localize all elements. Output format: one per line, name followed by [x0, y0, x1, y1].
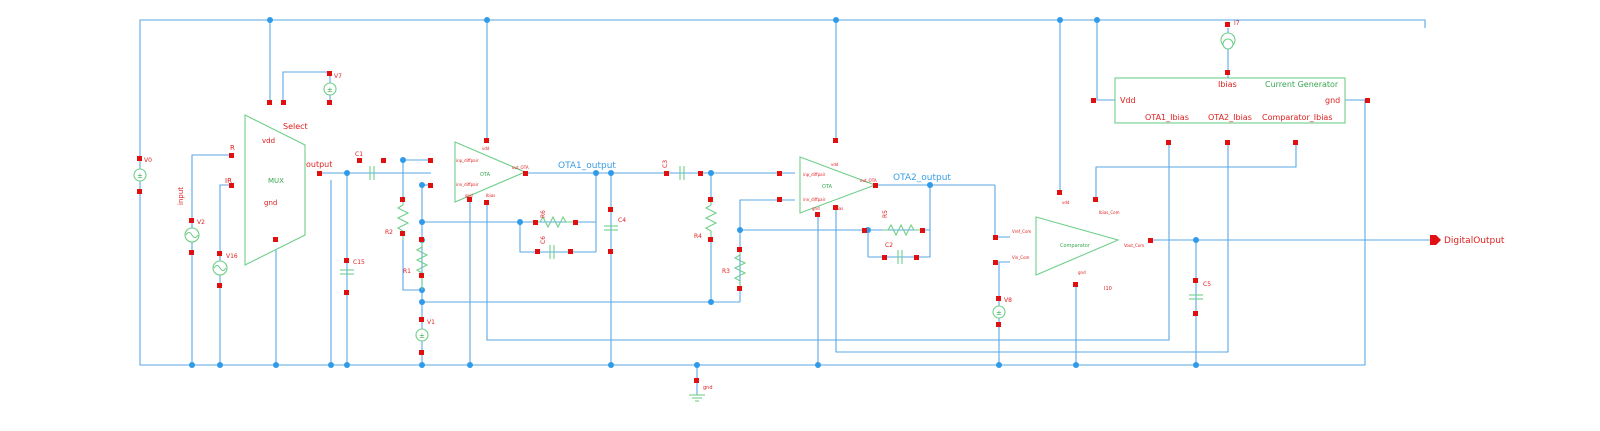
v16-label: V16 — [226, 253, 238, 260]
digital-output-label: DigitalOutput — [1444, 236, 1505, 246]
r1-label: R1 — [403, 268, 411, 275]
cg-ibias-label: Ibias — [1218, 80, 1237, 89]
capacitor-c5[interactable]: C5 — [1189, 280, 1211, 315]
capacitor-c6[interactable]: C6 — [540, 236, 555, 259]
r6-label: R6 — [540, 210, 547, 218]
voltage-source-v16[interactable]: V16 — [212, 253, 238, 285]
svg-text:±: ± — [996, 309, 1002, 317]
comparator-gnd-label: gnd — [1078, 270, 1086, 275]
svg-text:±: ± — [137, 172, 143, 180]
comparator-vin-label: Vin_Com — [1012, 255, 1030, 260]
current-generator-block[interactable]: Current Generator Vdd Ibias gnd OTA1_Ibi… — [1114, 77, 1346, 124]
ota2-output-net-label: OTA2_output — [893, 173, 951, 183]
v0-label: V0 — [144, 157, 152, 164]
voltage-source-v2[interactable]: V2 input — [177, 187, 205, 250]
capacitor-c2[interactable]: C2 — [885, 242, 903, 264]
resistor-r1[interactable]: R1 — [403, 240, 429, 290]
svg-text:±: ± — [419, 332, 425, 340]
ground-symbol: gnd — [689, 385, 713, 402]
mux-block[interactable]: MUX vdd R IR output gnd Select — [225, 114, 332, 266]
digital-output-port[interactable]: DigitalOutput — [1430, 235, 1505, 246]
svg-text:±: ± — [327, 86, 333, 94]
cg-comparator-ibias-label: Comparator_Ibias — [1262, 113, 1333, 122]
comparator-block[interactable]: Comparator Vref_Com Vin_Com Vout_Com vdd… — [1012, 200, 1144, 292]
c1-label: C1 — [355, 151, 363, 158]
capacitor-c3[interactable]: C3 — [662, 160, 685, 180]
mux-gnd-pin-label: gnd — [264, 199, 277, 207]
ota2-gnd-label: gnd — [812, 206, 820, 211]
resistor-r5[interactable]: R5 — [882, 210, 920, 237]
mux-output-pin-label: output — [306, 160, 332, 169]
c2-label: C2 — [885, 242, 893, 249]
cg-ota1-ibias-label: OTA1_Ibias — [1145, 113, 1189, 122]
r2-label: R2 — [385, 229, 393, 236]
v2-label: V2 — [197, 219, 205, 226]
ota2-out-label: out_OTA — [860, 178, 877, 183]
current-source-i7[interactable]: I7 — [1220, 20, 1240, 78]
c5-label: C5 — [1203, 281, 1211, 288]
ota1-ibias-label: Ibias — [486, 193, 495, 198]
ota1-output-net-label: OTA1_output — [558, 161, 616, 171]
voltage-source-v1[interactable]: ± V1 — [415, 319, 435, 355]
ota1-inp-label: inp_diffpair — [456, 158, 479, 163]
mux-vdd-pin-label: vdd — [262, 137, 275, 145]
capacitor-c15[interactable]: C15 — [340, 259, 365, 300]
ota2-inn-label: inn_diffpair — [803, 197, 826, 202]
mux-label: MUX — [268, 177, 284, 185]
ota2-label: OTA — [822, 184, 833, 190]
ota2-vdd-label: vdd — [831, 162, 839, 167]
ota1-vdd-label: vdd — [482, 146, 490, 151]
ota2-inp-label: inp_diffpair — [803, 172, 826, 177]
current-generator-label: Current Generator — [1265, 80, 1339, 89]
voltage-source-v8[interactable]: ± V8 — [992, 297, 1012, 325]
comparator-instance-label: I10 — [1104, 286, 1112, 292]
resistor-r6[interactable]: R6 — [535, 210, 575, 229]
capacitor-c1[interactable]: C1 — [355, 151, 375, 180]
ota1-inn-label: inn_diffpair — [456, 182, 479, 187]
ota1-block[interactable]: OTA inp_diffpair inn_diffpair out_OTA vd… — [454, 141, 529, 203]
voltage-source-v0[interactable]: ± V0 — [133, 157, 152, 190]
comparator-vout-label: Vout_Com — [1124, 243, 1144, 248]
input-label: input — [177, 187, 185, 205]
mux-ir-pin-label: IR — [225, 177, 232, 185]
r5-label: R5 — [882, 210, 889, 218]
resistor-r2[interactable]: R2 — [385, 200, 410, 240]
ota1-out-label: out_OTA — [512, 165, 529, 170]
r3-label: R3 — [722, 268, 730, 275]
v1-label: V1 — [427, 319, 435, 326]
resistor-r3[interactable]: R3 — [722, 250, 747, 290]
junction-dots — [189, 17, 1199, 368]
cg-ota2-ibias-label: OTA2_Ibias — [1208, 113, 1252, 122]
v7-label: V7 — [334, 73, 342, 80]
gnd-label: gnd — [703, 385, 713, 391]
cg-gnd-label: gnd — [1325, 96, 1340, 105]
c6-label: C6 — [540, 236, 547, 244]
ota2-block[interactable]: OTA inp_diffpair inn_diffpair out_OTA vd… — [799, 156, 877, 214]
c15-label: C15 — [353, 259, 365, 266]
ota1-gnd-label: gnd — [465, 193, 473, 198]
comparator-vref-label: Vref_Com — [1012, 229, 1031, 234]
c3-label: C3 — [662, 160, 669, 168]
pin-markers — [137, 22, 1370, 383]
voltage-source-v7[interactable]: ± V7 — [323, 73, 342, 100]
cg-vdd-label: Vdd — [1120, 96, 1136, 105]
resistor-r4[interactable]: R4 — [694, 200, 718, 240]
i7-label: I7 — [1234, 20, 1240, 27]
ota2-ibias-label: Ibias — [834, 206, 843, 211]
r4-label: R4 — [694, 233, 702, 240]
v8-label: V8 — [1004, 297, 1012, 304]
mux-r-pin-label: R — [230, 144, 235, 152]
comparator-ibias-label: Ibias_Com — [1099, 210, 1120, 215]
mux-select-label: Select — [283, 122, 308, 131]
comparator-label: Comparator — [1060, 243, 1091, 249]
capacitor-c4[interactable]: C4 — [604, 215, 626, 240]
ota1-label: OTA — [480, 172, 491, 178]
c4-label: C4 — [618, 217, 626, 224]
comparator-vdd-label: vdd — [1062, 200, 1070, 205]
